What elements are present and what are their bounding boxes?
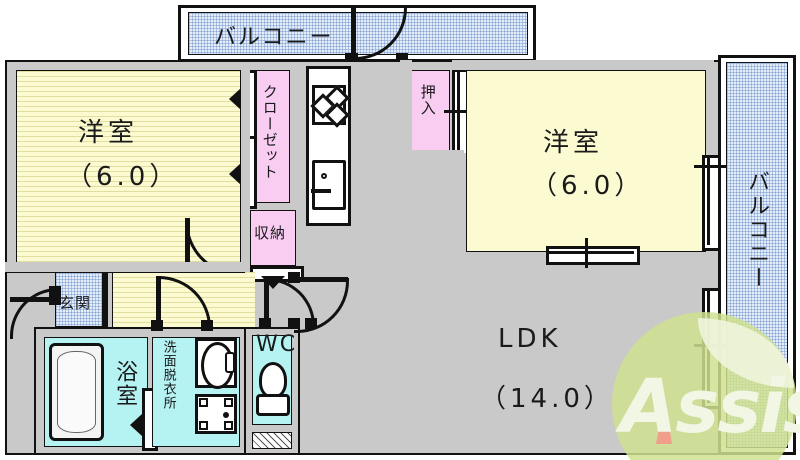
wall-hall-kitchen-divider xyxy=(241,70,250,266)
ldk-hall-door-hinge-a xyxy=(288,272,300,283)
washroom-door-leaf xyxy=(156,276,161,330)
ldk-size: （14.0） xyxy=(480,384,614,414)
balcony-east-label: バルコニー xyxy=(744,170,770,290)
balcony-north-door-hinge-a xyxy=(345,53,358,64)
kitchen-faucet-spout xyxy=(311,189,331,193)
ldk-window-tick-h xyxy=(694,344,726,347)
toilet-tank xyxy=(256,394,290,416)
entrance-area xyxy=(55,272,103,327)
wall-oshiire-left xyxy=(400,60,412,160)
bedroom-east-ldk-sliding-door xyxy=(546,246,640,265)
wash-basin-tap xyxy=(225,352,235,373)
bath-door-arrow xyxy=(130,414,142,436)
bedroom-east-area xyxy=(466,70,706,252)
bath-label: 浴室 xyxy=(112,360,138,408)
toilet-bowl xyxy=(259,362,287,398)
ldk-hall-door-hinge-b xyxy=(288,318,300,329)
bedroom-east-window-tick-v xyxy=(707,155,710,245)
bathtub xyxy=(49,343,104,441)
washroom-door-hinge-b xyxy=(201,320,213,331)
washer-corner-tl xyxy=(199,398,208,407)
bedroom-east-wall-top xyxy=(452,60,714,70)
bedroom-east-wall-left xyxy=(452,153,466,261)
washer-drain xyxy=(223,412,229,418)
entrance-door-leaf xyxy=(10,297,60,302)
storage-label: 収納 xyxy=(254,224,287,242)
ldk-hall-door-leaf xyxy=(294,277,348,282)
washroom-label: 洗面脱衣所 xyxy=(160,340,176,410)
entrance-label: 玄関 xyxy=(59,294,92,312)
wall-oshiire-bottom xyxy=(400,150,464,161)
washroom-door-hinge-a xyxy=(151,320,163,331)
balcony-north-label: バルコニー xyxy=(214,25,334,50)
bedroom-west-name: 洋室 xyxy=(78,118,139,148)
closet-west-door-arrow-lower xyxy=(229,163,241,185)
closet-west-door-arrow-upper xyxy=(229,88,241,110)
toilet-door-hinge-a xyxy=(259,318,271,329)
ldk-name: LDK xyxy=(498,324,562,354)
bedroom-west-door-leaf xyxy=(185,218,190,273)
washer-corner-tr xyxy=(224,398,233,407)
wall-west-bedroom-bottom xyxy=(5,262,245,273)
kitchen-faucet-knob xyxy=(321,173,327,179)
entrance-door-hinge-b xyxy=(49,294,61,305)
entrance-step-line xyxy=(103,272,108,327)
bedroom-east-size: （6.0） xyxy=(531,171,645,201)
oshiire-door-tick-v xyxy=(457,69,460,155)
balcony-north-door-leaf xyxy=(351,5,356,59)
toilet-floor-hatch xyxy=(252,432,292,449)
ldk-window-tick-v xyxy=(707,288,710,403)
bedroom-west-size: （6.0） xyxy=(66,162,180,192)
toilet-label: WC xyxy=(256,332,298,357)
closet-west-label: クローゼット xyxy=(260,84,279,180)
bedroom-east-window xyxy=(702,155,721,251)
toilet-door-leaf xyxy=(264,278,269,328)
oshiire-area xyxy=(410,70,450,153)
balcony-north-door-hinge-b xyxy=(396,53,408,64)
washer-corner-br xyxy=(224,421,233,430)
oshiire-door-tick-h xyxy=(444,110,476,113)
kitchen-sink xyxy=(312,160,346,210)
bedroom-east-name: 洋室 xyxy=(543,128,604,158)
bedroom-east-ldk-door-tick-v xyxy=(585,238,588,268)
entrance-door-hinge-a xyxy=(49,286,61,297)
bathtub-inner xyxy=(57,351,96,433)
ldk-window xyxy=(702,288,721,409)
bedroom-east-ldk-door-tick-h xyxy=(546,251,634,254)
bedroom-east-window-tick-h xyxy=(694,165,726,168)
storage-area xyxy=(250,210,296,266)
washing-machine-pan xyxy=(195,394,237,434)
oshiire-label: 押入 xyxy=(418,84,437,116)
washer-corner-bl xyxy=(199,421,208,430)
